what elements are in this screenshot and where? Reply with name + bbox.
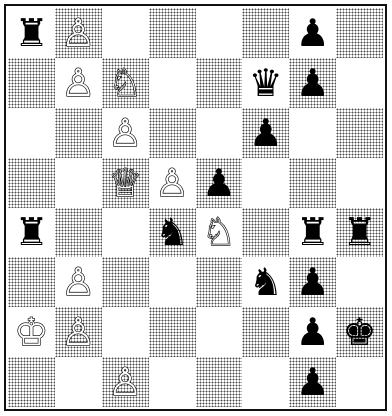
square-g7[interactable]: ♟ — [289, 58, 336, 108]
square-g4[interactable]: ♜ — [289, 208, 336, 258]
square-c6[interactable]: ♙ — [102, 108, 149, 158]
square-a6[interactable] — [8, 108, 55, 158]
square-g2[interactable]: ♟ — [289, 307, 336, 357]
square-f5[interactable] — [242, 158, 289, 208]
white-king-icon[interactable]: ♔ — [8, 307, 55, 357]
square-a3[interactable] — [8, 257, 55, 307]
square-d1[interactable] — [149, 357, 196, 407]
square-d2[interactable] — [149, 307, 196, 357]
square-d5[interactable]: ♙ — [149, 158, 196, 208]
square-f6[interactable]: ♟ — [242, 108, 289, 158]
white-pawn-icon[interactable]: ♙ — [55, 8, 102, 58]
square-a8[interactable]: ♜ — [8, 8, 55, 58]
black-knight-icon[interactable]: ♞ — [242, 257, 289, 307]
square-b5[interactable] — [55, 158, 102, 208]
square-c8[interactable] — [102, 8, 149, 58]
square-f2[interactable] — [242, 307, 289, 357]
white-pawn-icon[interactable]: ♙ — [102, 108, 149, 158]
black-pawn-icon[interactable]: ♟ — [196, 158, 243, 208]
square-e7[interactable] — [196, 58, 243, 108]
square-e4[interactable]: ♘ — [196, 208, 243, 258]
black-king-icon[interactable]: ♚ — [336, 307, 383, 357]
square-b3[interactable]: ♙ — [55, 257, 102, 307]
square-h2[interactable]: ♚ — [336, 307, 383, 357]
square-c3[interactable] — [102, 257, 149, 307]
square-e6[interactable] — [196, 108, 243, 158]
square-h5[interactable] — [336, 158, 383, 208]
square-c5[interactable]: ♕ — [102, 158, 149, 208]
black-pawn-icon[interactable]: ♟ — [289, 8, 336, 58]
square-d8[interactable] — [149, 8, 196, 58]
black-queen-icon[interactable]: ♛ — [242, 58, 289, 108]
chess-board-frame: ♜♙♟♙♘♛♟♙♟♕♙♟♜♞♘♜♜♙♞♟♔♙♟♚♙♟ — [4, 4, 387, 411]
square-b7[interactable]: ♙ — [55, 58, 102, 108]
square-a2[interactable]: ♔ — [8, 307, 55, 357]
black-pawn-icon[interactable]: ♟ — [289, 307, 336, 357]
square-c1[interactable]: ♙ — [102, 357, 149, 407]
square-d3[interactable] — [149, 257, 196, 307]
square-d7[interactable] — [149, 58, 196, 108]
square-c4[interactable] — [102, 208, 149, 258]
square-a1[interactable] — [8, 357, 55, 407]
white-knight-icon[interactable]: ♘ — [102, 58, 149, 108]
white-knight-icon[interactable]: ♘ — [196, 208, 243, 258]
black-pawn-icon[interactable]: ♟ — [289, 58, 336, 108]
square-b2[interactable]: ♙ — [55, 307, 102, 357]
square-d4[interactable]: ♞ — [149, 208, 196, 258]
square-h7[interactable] — [336, 58, 383, 108]
square-c2[interactable] — [102, 307, 149, 357]
square-g3[interactable]: ♟ — [289, 257, 336, 307]
square-a7[interactable] — [8, 58, 55, 108]
white-queen-icon[interactable]: ♕ — [102, 158, 149, 208]
square-h6[interactable] — [336, 108, 383, 158]
square-a5[interactable] — [8, 158, 55, 208]
square-e1[interactable] — [196, 357, 243, 407]
chess-board: ♜♙♟♙♘♛♟♙♟♕♙♟♜♞♘♜♜♙♞♟♔♙♟♚♙♟ — [8, 8, 383, 407]
square-c7[interactable]: ♘ — [102, 58, 149, 108]
square-h8[interactable] — [336, 8, 383, 58]
square-d6[interactable] — [149, 108, 196, 158]
black-rook-icon[interactable]: ♜ — [289, 208, 336, 258]
white-pawn-icon[interactable]: ♙ — [55, 257, 102, 307]
square-b6[interactable] — [55, 108, 102, 158]
black-pawn-icon[interactable]: ♟ — [242, 108, 289, 158]
black-rook-icon[interactable]: ♜ — [8, 208, 55, 258]
square-f1[interactable] — [242, 357, 289, 407]
square-e3[interactable] — [196, 257, 243, 307]
square-e8[interactable] — [196, 8, 243, 58]
square-e2[interactable] — [196, 307, 243, 357]
black-rook-icon[interactable]: ♜ — [336, 208, 383, 258]
square-g6[interactable] — [289, 108, 336, 158]
square-g5[interactable] — [289, 158, 336, 208]
square-f4[interactable] — [242, 208, 289, 258]
black-knight-icon[interactable]: ♞ — [149, 208, 196, 258]
white-pawn-icon[interactable]: ♙ — [55, 307, 102, 357]
square-h4[interactable]: ♜ — [336, 208, 383, 258]
black-rook-icon[interactable]: ♜ — [8, 8, 55, 58]
square-b4[interactable] — [55, 208, 102, 258]
white-pawn-icon[interactable]: ♙ — [55, 58, 102, 108]
square-f7[interactable]: ♛ — [242, 58, 289, 108]
square-f8[interactable] — [242, 8, 289, 58]
square-e5[interactable]: ♟ — [196, 158, 243, 208]
square-b8[interactable]: ♙ — [55, 8, 102, 58]
square-h3[interactable] — [336, 257, 383, 307]
black-pawn-icon[interactable]: ♟ — [289, 257, 336, 307]
square-b1[interactable] — [55, 357, 102, 407]
white-pawn-icon[interactable]: ♙ — [102, 357, 149, 407]
square-f3[interactable]: ♞ — [242, 257, 289, 307]
black-pawn-icon[interactable]: ♟ — [289, 357, 336, 407]
white-pawn-icon[interactable]: ♙ — [149, 158, 196, 208]
square-a4[interactable]: ♜ — [8, 208, 55, 258]
square-g8[interactable]: ♟ — [289, 8, 336, 58]
square-h1[interactable] — [336, 357, 383, 407]
square-g1[interactable]: ♟ — [289, 357, 336, 407]
